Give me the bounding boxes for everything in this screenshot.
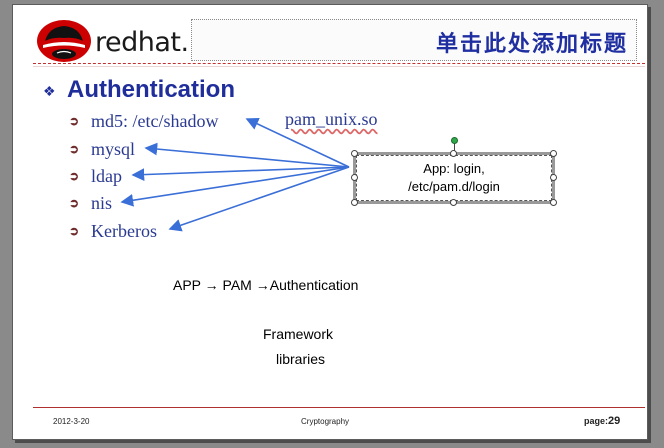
arrow-bullet-icon: ➲ [69, 114, 80, 128]
header-divider [33, 63, 645, 64]
shadowman-hat-icon [37, 20, 91, 62]
title-placeholder[interactable]: 单击此处添加标题 [191, 19, 637, 61]
list-item-label: md5: /etc/shadow [91, 110, 219, 131]
resize-handle-top-right[interactable] [550, 150, 557, 157]
list-item[interactable]: ➲ ldap [69, 164, 122, 188]
libraries-text[interactable]: libraries [276, 351, 326, 367]
slide-canvas[interactable]: redhat. 单击此处添加标题 ❖ Authentication ➲ md5:… [12, 4, 648, 440]
arrow-to-ldap [131, 166, 350, 181]
resize-handle-top[interactable] [450, 150, 457, 157]
list-item[interactable]: ➲ nis [69, 191, 112, 215]
framework-text[interactable]: Framework [263, 326, 334, 342]
resize-handle-right[interactable] [550, 174, 557, 181]
footer-title: Cryptography [301, 417, 350, 426]
arrow-to-nis [120, 166, 350, 207]
resize-handle-left[interactable] [351, 174, 358, 181]
arrow-to-kerberos [168, 166, 350, 232]
arrow-bullet-icon: ➲ [69, 142, 80, 156]
list-item-label: mysql [91, 138, 136, 159]
resize-handle-bottom-left[interactable] [351, 199, 358, 206]
arrow-bullet-icon: ➲ [69, 224, 80, 238]
resize-handle-bottom[interactable] [450, 199, 457, 206]
list-item[interactable]: ➲ md5: /etc/shadow [69, 109, 218, 133]
arrow-bullet-icon: ➲ [69, 169, 80, 183]
resize-handle-bottom-right[interactable] [550, 199, 557, 206]
footer-page-label: page: [584, 416, 609, 426]
list-item[interactable]: ➲ mysql [69, 137, 135, 161]
footer-date: 2012-3-20 [53, 417, 90, 426]
pam-unix-label[interactable]: pam_unix.so [285, 109, 378, 129]
list-item-label: nis [91, 192, 113, 213]
list-item[interactable]: ➲ Kerberos [69, 219, 157, 243]
arrow-bullet-icon: ➲ [69, 196, 80, 210]
diamond-bullet-icon: ❖ [43, 83, 56, 99]
app-textbox-line1: App: login, [423, 161, 485, 176]
rotate-stem [454, 143, 455, 153]
list-item-label: Kerberos [91, 220, 157, 241]
header-divider-shadow [33, 66, 645, 67]
app-textbox[interactable]: App: login, /etc/pam.d/login [351, 150, 557, 206]
flow-text[interactable]: APP → PAM →Authentication [173, 277, 359, 293]
arrow-to-mysql [144, 142, 350, 168]
redhat-logo: redhat. [35, 17, 215, 65]
footer-divider [33, 407, 645, 408]
title-placeholder-text: 单击此处添加标题 [435, 31, 628, 57]
footer-page: page:29 [584, 415, 620, 427]
resize-handle-top-left[interactable] [351, 150, 358, 157]
section-heading[interactable]: Authentication [67, 76, 235, 103]
app-textbox-line2[interactable]: /etc/pam.d/login [408, 179, 500, 194]
list-item-label: ldap [91, 165, 122, 186]
logo-wordmark: redhat. [95, 27, 189, 58]
footer-page-number: 29 [608, 415, 621, 427]
rotate-handle[interactable] [451, 137, 458, 144]
